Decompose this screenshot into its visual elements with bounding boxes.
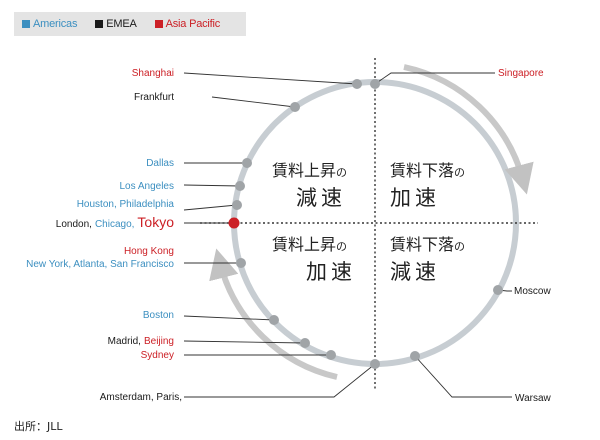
legend: Americas EMEA Asia Pacific [14,12,246,36]
quadrant-top-left-line1: 賃料上昇 [272,162,336,180]
quadrant-top-right-particle: の [454,167,465,179]
marker-shanghai [352,79,362,89]
label-london-chicago-tokyo: London,Chicago,Tokyo [56,214,174,230]
label-los-angeles: Los Angeles [120,181,175,192]
label-chicago: Chicago, [95,219,134,230]
quadrant-top-right-line1: 賃料下落 [390,162,454,180]
city-markers [232,79,503,369]
leader-madrid [183,340,306,344]
label-warsaw: Warsaw [515,393,552,404]
leader-warsaw [414,355,512,398]
americas-swatch [22,20,30,28]
quadrant-top-left-line2: 減速 [296,187,346,210]
marker-tokyo [228,217,240,229]
asia-pacific-swatch [154,20,163,28]
label-hong-kong: Hong Kong [124,246,174,257]
svg-text:賃料上昇の: 賃料上昇の [272,162,347,180]
quadrant-bottom-left-line1: 賃料上昇 [272,236,336,254]
quadrant-bottom-right-line2: 減速 [390,261,440,284]
quadrant-bottom-right-line1: 賃料下落 [390,236,454,254]
marker-sydney [326,350,336,360]
leader-singapore [374,72,495,85]
quadrant-top-right: 賃料下落の 加速 [390,162,465,210]
quadrant-bottom-right: 賃料下落の 減速 [390,236,465,284]
label-frankfurt: Frankfurt [134,92,174,103]
marker-los-angeles [235,181,245,191]
label-tokyo: Tokyo [137,214,174,230]
quadrant-bottom-left-line2: 加速 [306,261,356,284]
label-houston: Houston, Philadelphia [77,199,175,210]
marker-boston [269,315,279,325]
svg-text:賃料上昇の: 賃料上昇の [272,236,347,254]
leader-frankfurt [211,96,296,108]
leader-houston [183,204,238,211]
marker-amsterdam [370,359,380,369]
marker-moscow [493,285,503,295]
marker-warsaw [410,351,420,361]
label-dallas: Dallas [146,158,174,169]
svg-text:賃料下落の: 賃料下落の [390,236,465,254]
quadrant-bottom-left-particle: の [336,241,347,253]
label-madrid: Madrid, [108,336,141,347]
legend-label-emea: EMEA [106,18,137,30]
marker-frankfurt [290,102,300,112]
source-note: 出所：JLL [14,419,63,433]
quadrant-bottom-right-particle: の [454,241,465,253]
legend-item-asia-pacific: Asia Pacific [154,18,221,30]
svg-text:賃料下落の: 賃料下落の [390,162,465,180]
label-boston: Boston [143,310,174,321]
quadrant-top-left: 賃料上昇の 減速 [272,162,347,210]
legend-item-emea: EMEA [95,18,137,30]
marker-new-york [236,258,246,268]
label-amsterdam: Amsterdam, Paris, [100,392,182,403]
leader-los-angeles [183,184,241,187]
leader-lines [183,72,512,398]
legend-label-asia-pacific: Asia Pacific [165,18,221,30]
quadrant-top-right-line2: 加速 [390,187,440,210]
legend-label-americas: Americas [33,18,78,30]
marker-dallas [242,158,252,168]
label-madrid-beijing: Madrid,Beijing [108,336,174,347]
legend-item-americas: Americas [22,18,77,30]
leader-boston [183,315,275,321]
label-new-york: New York, Atlanta, San Francisco [26,259,174,270]
leader-shanghai [183,72,358,85]
clockwise-arrow-left [209,248,338,380]
emea-swatch [95,20,104,28]
label-sydney: Sydney [141,350,174,361]
label-shanghai: Shanghai [132,68,174,79]
leader-amsterdam [184,363,376,398]
marker-madrid [300,338,310,348]
quadrant-bottom-left: 賃料上昇の 加速 [272,236,356,284]
quadrant-top-left-particle: の [336,167,347,179]
label-beijing: Beijing [144,336,174,347]
marker-houston [232,200,242,210]
label-singapore: Singapore [498,68,544,79]
city-labels: Shanghai Singapore Frankfurt Dallas Los … [26,68,551,404]
marker-singapore [370,79,380,89]
label-moscow: Moscow [514,286,551,297]
label-london: London, [56,219,92,230]
